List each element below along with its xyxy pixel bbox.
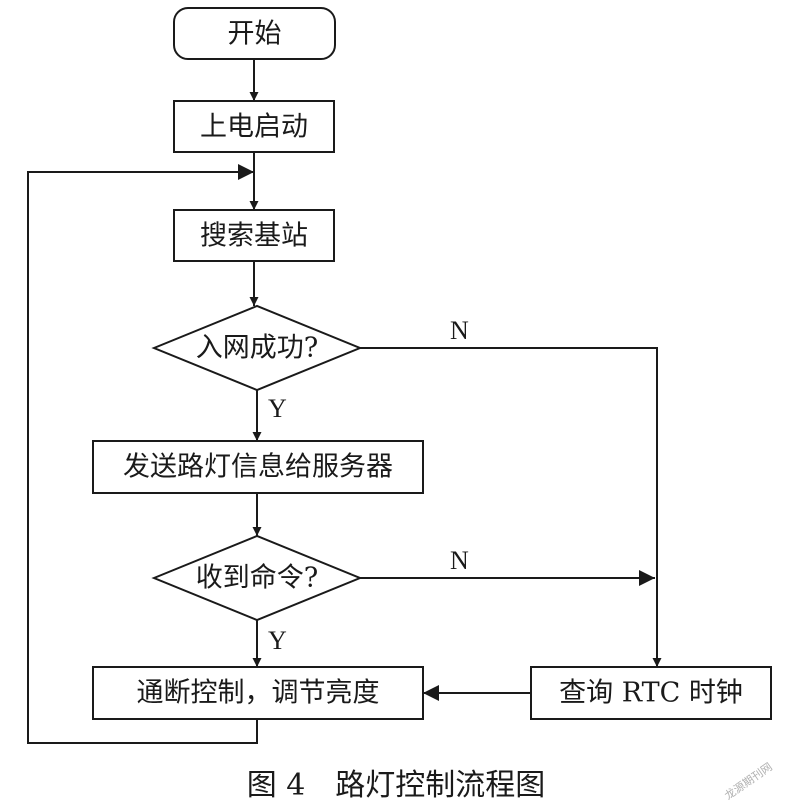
send-info-node: 发送路灯信息给服务器 bbox=[92, 440, 424, 494]
command-yes-label: Y bbox=[268, 626, 287, 655]
edge-network-no bbox=[360, 347, 662, 667]
got-command-decision: 收到命令? bbox=[151, 534, 363, 622]
network-yes-label: Y bbox=[268, 394, 287, 423]
control-node-label: 通断控制，调节亮度 bbox=[137, 678, 380, 709]
got-command-decision-label: 收到命令? bbox=[196, 563, 318, 594]
send-info-node-label: 发送路灯信息给服务器 bbox=[123, 452, 393, 483]
network-ok-decision: 入网成功? bbox=[151, 304, 363, 392]
network-ok-decision-label: 入网成功? bbox=[196, 333, 318, 364]
edge-loop-back bbox=[27, 164, 258, 744]
start-node-label: 开始 bbox=[228, 19, 282, 50]
search-node: 搜索基站 bbox=[173, 209, 335, 262]
query-rtc-node: 查询 RTC 时钟 bbox=[530, 666, 772, 720]
power-on-node: 上电启动 bbox=[173, 100, 335, 153]
query-rtc-node-label: 查询 RTC 时钟 bbox=[559, 678, 743, 709]
search-node-label: 搜索基站 bbox=[200, 221, 308, 252]
start-node: 开始 bbox=[173, 7, 336, 60]
watermark: 龙源期刊网 bbox=[722, 759, 775, 802]
control-node: 通断控制，调节亮度 bbox=[92, 666, 424, 720]
power-on-node-label: 上电启动 bbox=[200, 112, 308, 143]
command-no-label: N bbox=[450, 546, 469, 575]
network-no-label: N bbox=[450, 316, 469, 345]
figure-caption: 图 4 路灯控制流程图 bbox=[247, 768, 546, 803]
